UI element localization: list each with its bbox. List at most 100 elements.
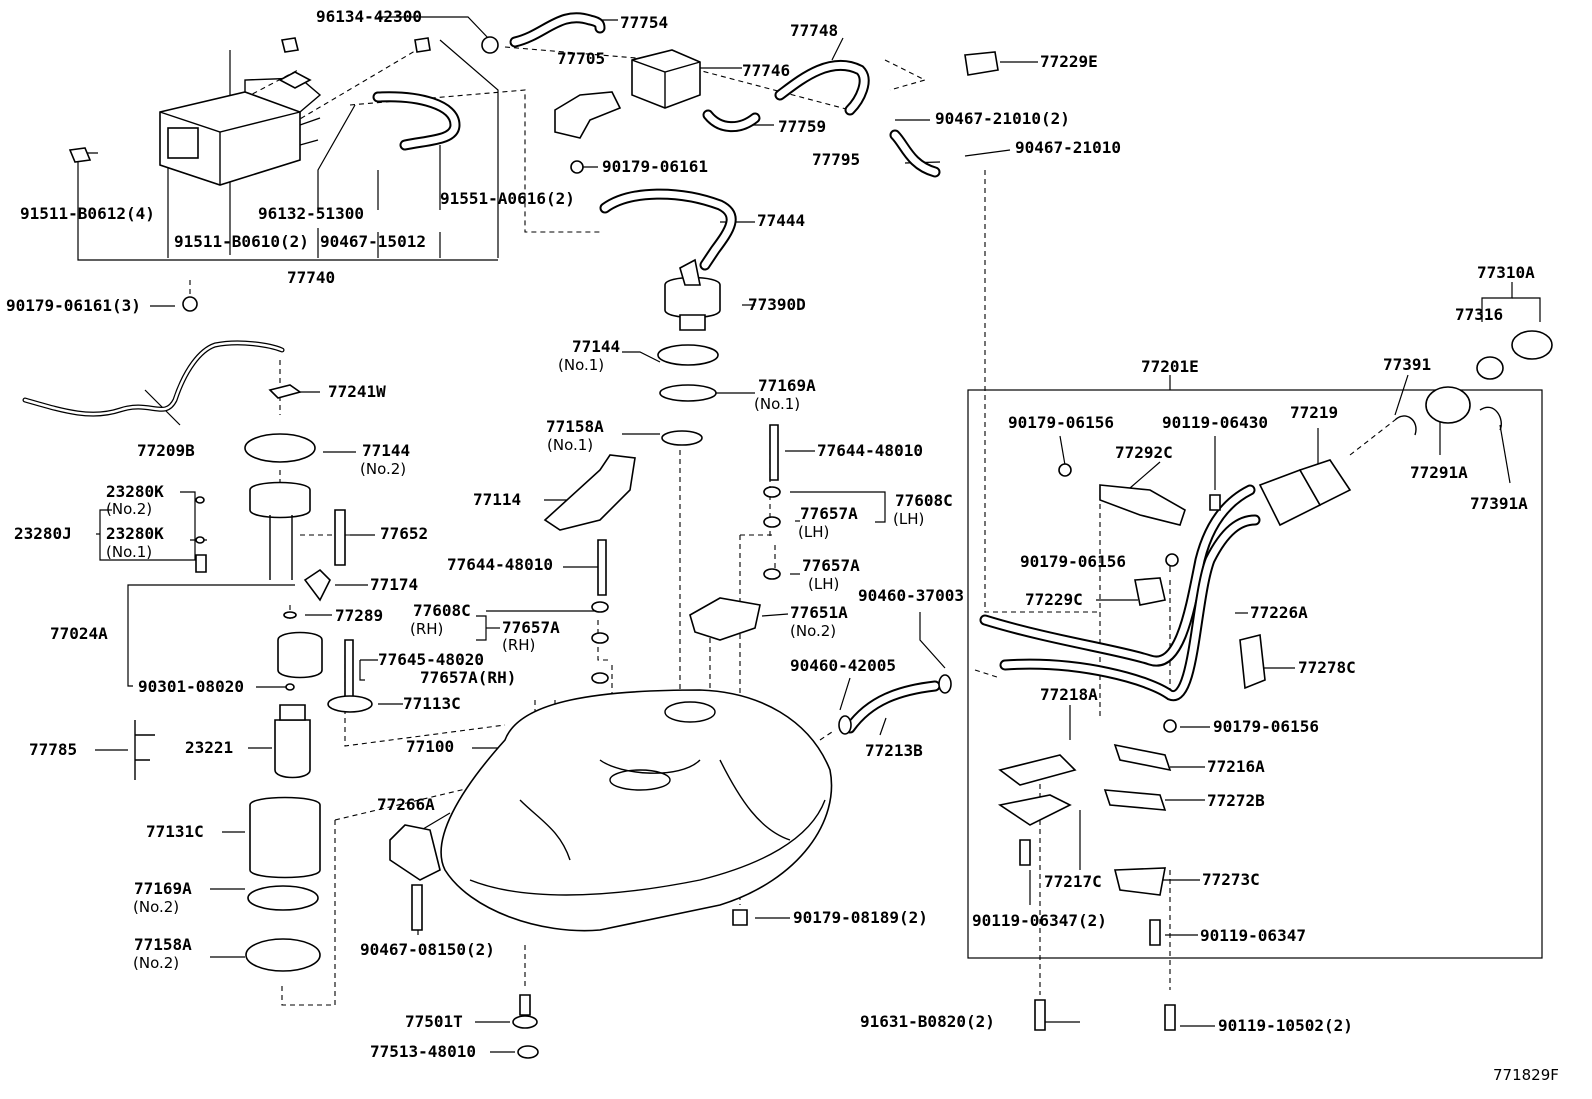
label-90119-06347: 90119-06347 (1200, 926, 1306, 945)
label-77289: 77289 (335, 606, 383, 625)
nut-90179-06156-a (1058, 463, 1072, 477)
label-91511-b0612-4: 91511-B0612(4) (20, 204, 155, 223)
label-90179-06161: 90179-06161 (602, 157, 708, 176)
label-77705: 77705 (557, 49, 605, 68)
bracket-77266A (389, 824, 441, 881)
fuel-pump-23221 (274, 719, 311, 779)
fuel-cap-77310A (1511, 330, 1553, 360)
ring-77158A-no1 (661, 430, 703, 446)
bolt-91511-b0610 (281, 37, 299, 53)
label-77740: 77740 (287, 268, 335, 287)
ring-77158A-no2 (245, 938, 321, 972)
stud-77501T (519, 994, 531, 1016)
label-77645-48020: 77645-48020 (378, 650, 484, 669)
label-90467-21010-2: 90467-21010(2) (935, 109, 1070, 128)
label-77644-48010-b: 77644-48010 (447, 555, 553, 574)
label-77754: 77754 (620, 13, 668, 32)
label-77113c: 77113C (403, 694, 461, 713)
label-no2-651: (No.2) (790, 622, 836, 640)
label-77131c: 77131C (146, 822, 204, 841)
label-77229c: 77229C (1025, 590, 1083, 609)
label-77100: 77100 (406, 737, 454, 756)
label-rh1: (RH) (410, 620, 443, 638)
protector-77651A (689, 597, 761, 641)
label-77657a-lh1: 77657A (800, 504, 858, 523)
label-77390d: 77390D (748, 295, 806, 314)
gasket-77169A-no2 (247, 885, 319, 911)
stud-77644-48010 (769, 424, 779, 481)
label-96134-42300: 96134-42300 (316, 7, 422, 26)
cushion-77608C-lh (763, 486, 781, 498)
valve-77390D (664, 276, 721, 319)
label-90119-06347-2: 90119-06347(2) (972, 911, 1107, 930)
oring-23280K-no2 (195, 496, 205, 504)
label-77391: 77391 (1383, 355, 1431, 374)
label-90179-06156-c: 90179-06156 (1213, 717, 1319, 736)
bolt-90467-08150 (411, 884, 423, 931)
bracket-77219 (1298, 459, 1352, 507)
gasket-77113C (327, 695, 373, 713)
nut-77513-48010 (517, 1045, 539, 1059)
bracket-77273C (1113, 867, 1166, 896)
cushion-77657A-rh1 (591, 632, 609, 644)
nut-90179-06156-b (1165, 553, 1179, 567)
cushion-77608C-rh (591, 601, 609, 613)
label-23280j: 23280J (14, 524, 72, 543)
wire-77209B (22, 340, 285, 417)
charcoal-canister (159, 71, 322, 186)
oring-77289 (283, 611, 297, 619)
label-90179-06161-3: 90179-06161(3) (6, 296, 141, 315)
label-no2-d: (No.2) (133, 954, 179, 972)
pump-bracket-77024A (249, 481, 311, 519)
label-77226a: 77226A (1250, 603, 1308, 622)
bolt-90119-06430 (1209, 494, 1221, 511)
label-90467-08150-2: 90467-08150(2) (360, 940, 495, 959)
figure-code: 771829F (1493, 1066, 1559, 1084)
bolt-91631-b0820 (1034, 999, 1046, 1031)
label-77651a: 77651A (790, 603, 848, 622)
label-90467-21010: 90467-21010 (1015, 138, 1121, 157)
bolt-91511-b0612 (68, 147, 92, 163)
label-77391a: 77391A (1470, 494, 1528, 513)
label-90179-06156-a: 90179-06156 (1008, 413, 1114, 432)
label-77748: 77748 (790, 21, 838, 40)
label-77158a-no1: 77158A (546, 417, 604, 436)
bolt-canister-top (414, 37, 431, 53)
fuel-vapor-separator (631, 49, 701, 109)
label-90179-08189-2: 90179-08189(2) (793, 908, 928, 927)
bolt-90119-06347 (1149, 919, 1161, 946)
gasket-77241W (268, 384, 302, 399)
label-77644-48010-a: 77644-48010 (817, 441, 923, 460)
oring-90301-08020 (285, 683, 295, 691)
clip-77391A (1479, 406, 1502, 431)
label-77218a: 77218A (1040, 685, 1098, 704)
label-77795: 77795 (812, 150, 860, 169)
bolt-90119-06347-2 (1019, 839, 1031, 866)
label-90460-37003: 90460-37003 (858, 586, 964, 605)
bolt-90119-10502 (1164, 1004, 1176, 1031)
label-77217c: 77217C (1044, 872, 1102, 891)
label-77292c: 77292C (1115, 443, 1173, 462)
nut-90179-08189 (732, 909, 748, 926)
label-77216a: 77216A (1207, 757, 1265, 776)
bracket-77216A (1113, 743, 1172, 772)
label-77213b: 77213B (865, 741, 923, 760)
label-77652: 77652 (380, 524, 428, 543)
nut-90179-06161 (570, 160, 584, 174)
label-77608c-lh: 77608C (895, 491, 953, 510)
label-90467-15012: 90467-15012 (320, 232, 426, 251)
label-91511-b0610-2: 91511-B0610(2) (174, 232, 309, 251)
suction-plate-77131C (249, 796, 321, 879)
clamp-77229E (964, 51, 999, 76)
label-no1-d: (No.1) (106, 543, 152, 561)
label-77501t: 77501T (405, 1012, 463, 1031)
label-77657a-lh2: 77657A (802, 556, 860, 575)
gasket-77169A-no1 (659, 384, 717, 402)
labels: 96134-42300 77754 77748 77705 77746 7722… (6, 7, 1559, 1084)
label-77291a: 77291A (1410, 463, 1468, 482)
bracket-77217C (997, 794, 1072, 826)
label-77272b: 77272B (1207, 791, 1265, 810)
label-90119-10502-2: 90119-10502(2) (1218, 1016, 1353, 1035)
label-77241w: 77241W (328, 382, 386, 401)
label-77785: 77785 (29, 740, 77, 759)
